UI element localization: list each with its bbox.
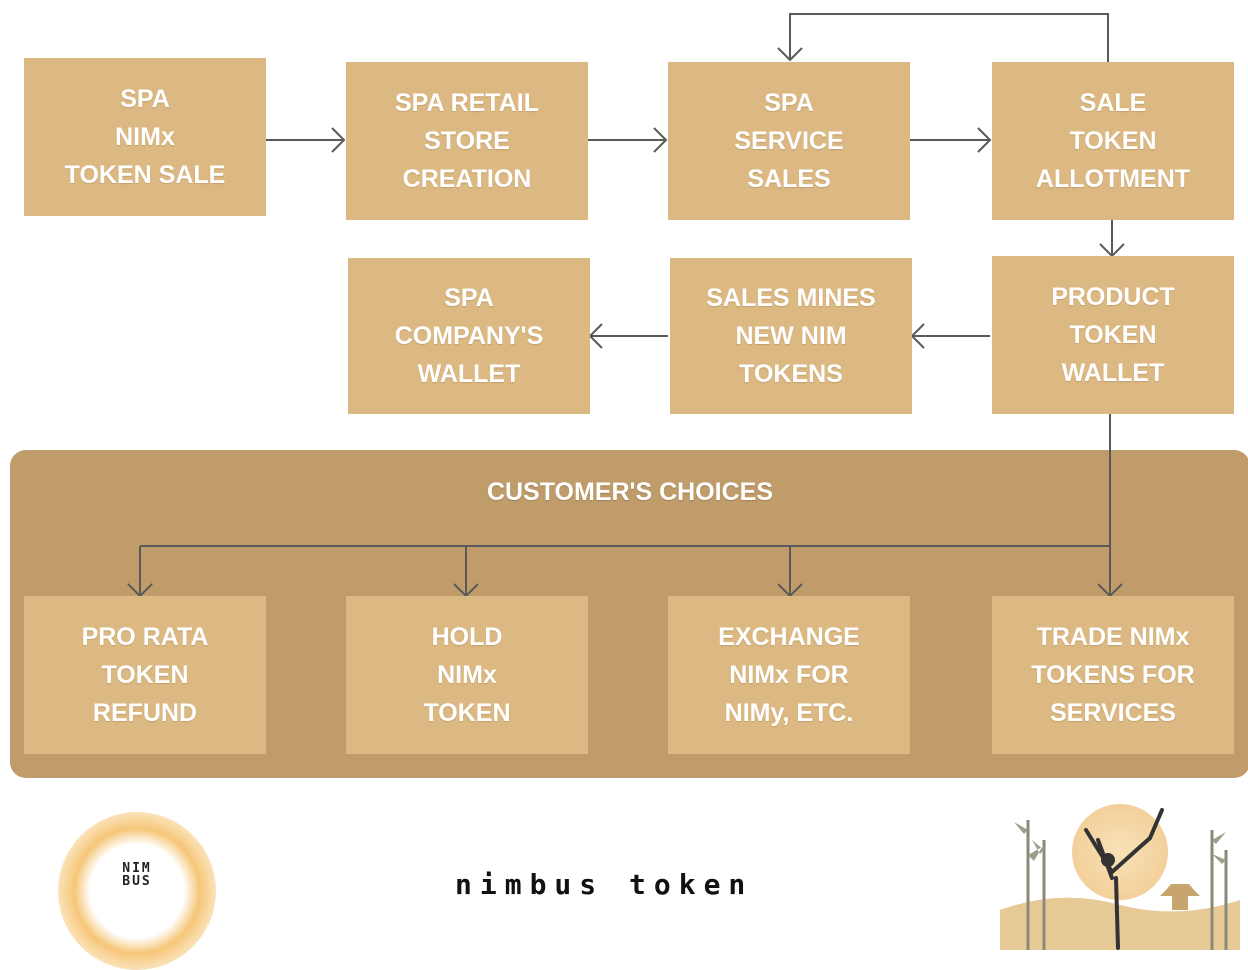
box-line: SALES [747, 165, 831, 193]
box-line: TOKEN [423, 699, 511, 727]
box-company-wallet: SPA COMPANY'S WALLET [348, 258, 590, 414]
box-token-sale: SPA NIMx TOKEN SALE [24, 58, 266, 216]
box-line: NEW NIM [735, 322, 847, 350]
hills-icon [1000, 897, 1240, 950]
arrow-to-trade [1097, 546, 1123, 598]
arrow-sale-to-retail [266, 127, 346, 153]
box-line: SERVICE [734, 127, 844, 155]
arrow-product-to-mines [910, 323, 990, 349]
box-line: TOKENS FOR [1031, 661, 1195, 689]
box-retail-store: SPA RETAIL STORE CREATION [346, 62, 588, 220]
box-line: SPA [120, 85, 170, 113]
box-exchange: EXCHANGE NIMx FOR NIMy, ETC. [668, 596, 910, 754]
arrow-service-to-allotment [910, 127, 992, 153]
box-hold: HOLD NIMx TOKEN [346, 596, 588, 754]
box-line: SPA RETAIL [395, 89, 539, 117]
box-line: TOKEN SALE [64, 161, 226, 189]
logo-line: NIM [122, 861, 152, 876]
box-line: SALES MINES [706, 284, 876, 312]
box-sales-mines: SALES MINES NEW NIM TOKENS [670, 258, 912, 414]
box-line: STORE [424, 127, 510, 155]
box-line: TOKENS [739, 360, 843, 388]
box-line: SPA [764, 89, 814, 117]
box-line: SERVICES [1050, 699, 1176, 727]
flow-arrows [127, 13, 1125, 598]
box-line: WALLET [417, 360, 521, 388]
box-line: TRADE NIMx [1036, 623, 1190, 651]
box-line: SPA [444, 284, 494, 312]
box-line: CREATION [402, 165, 532, 193]
box-line: HOLD [431, 623, 503, 651]
box-line: NIMx [115, 123, 175, 151]
arrow-mines-to-company [588, 323, 668, 349]
box-line: PRO RATA [81, 623, 209, 651]
panel-title: CUSTOMER'S CHOICES [486, 478, 774, 506]
box-line: NIMx [437, 661, 497, 689]
box-line: ALLOTMENT [1035, 165, 1191, 193]
box-line: EXCHANGE [718, 623, 860, 651]
logo-line: BUS [122, 874, 152, 889]
box-service-sales: SPA SERVICE SALES [668, 62, 910, 220]
box-line: TOKEN [1069, 127, 1157, 155]
pagoda-icon [1160, 884, 1200, 910]
arrow-allotment-loop [777, 13, 1109, 62]
arrow-to-exchange [777, 546, 803, 598]
arrow-to-hold [453, 546, 479, 598]
logo-text: NIM BUS [58, 862, 216, 888]
box-refund: PRO RATA TOKEN REFUND [24, 596, 266, 754]
box-line: TOKEN [1069, 321, 1157, 349]
brand-name: nimbus token [455, 868, 754, 901]
box-line: COMPANY'S [394, 322, 544, 350]
box-trade: TRADE NIMx TOKENS FOR SERVICES [992, 596, 1234, 754]
arrow-allotment-to-product [1099, 220, 1125, 258]
box-line: REFUND [92, 699, 198, 727]
bamboo-icon [1026, 820, 1228, 950]
sun-icon [1072, 804, 1168, 900]
arrow-to-refund [127, 546, 153, 598]
yoga-illustration [1000, 804, 1240, 950]
box-line: WALLET [1061, 359, 1165, 387]
box-sale-token-allotment: SALE TOKEN ALLOTMENT [992, 62, 1234, 220]
box-line: NIMx FOR [729, 661, 849, 689]
box-line: NIMy, ETC. [724, 699, 854, 727]
nimbus-logo: NIM BUS [58, 812, 216, 970]
box-line: TOKEN [101, 661, 189, 689]
box-line: PRODUCT [1051, 283, 1175, 311]
box-line: SALE [1079, 89, 1147, 117]
arrow-retail-to-service [588, 127, 668, 153]
box-product-wallet: PRODUCT TOKEN WALLET [992, 256, 1234, 414]
